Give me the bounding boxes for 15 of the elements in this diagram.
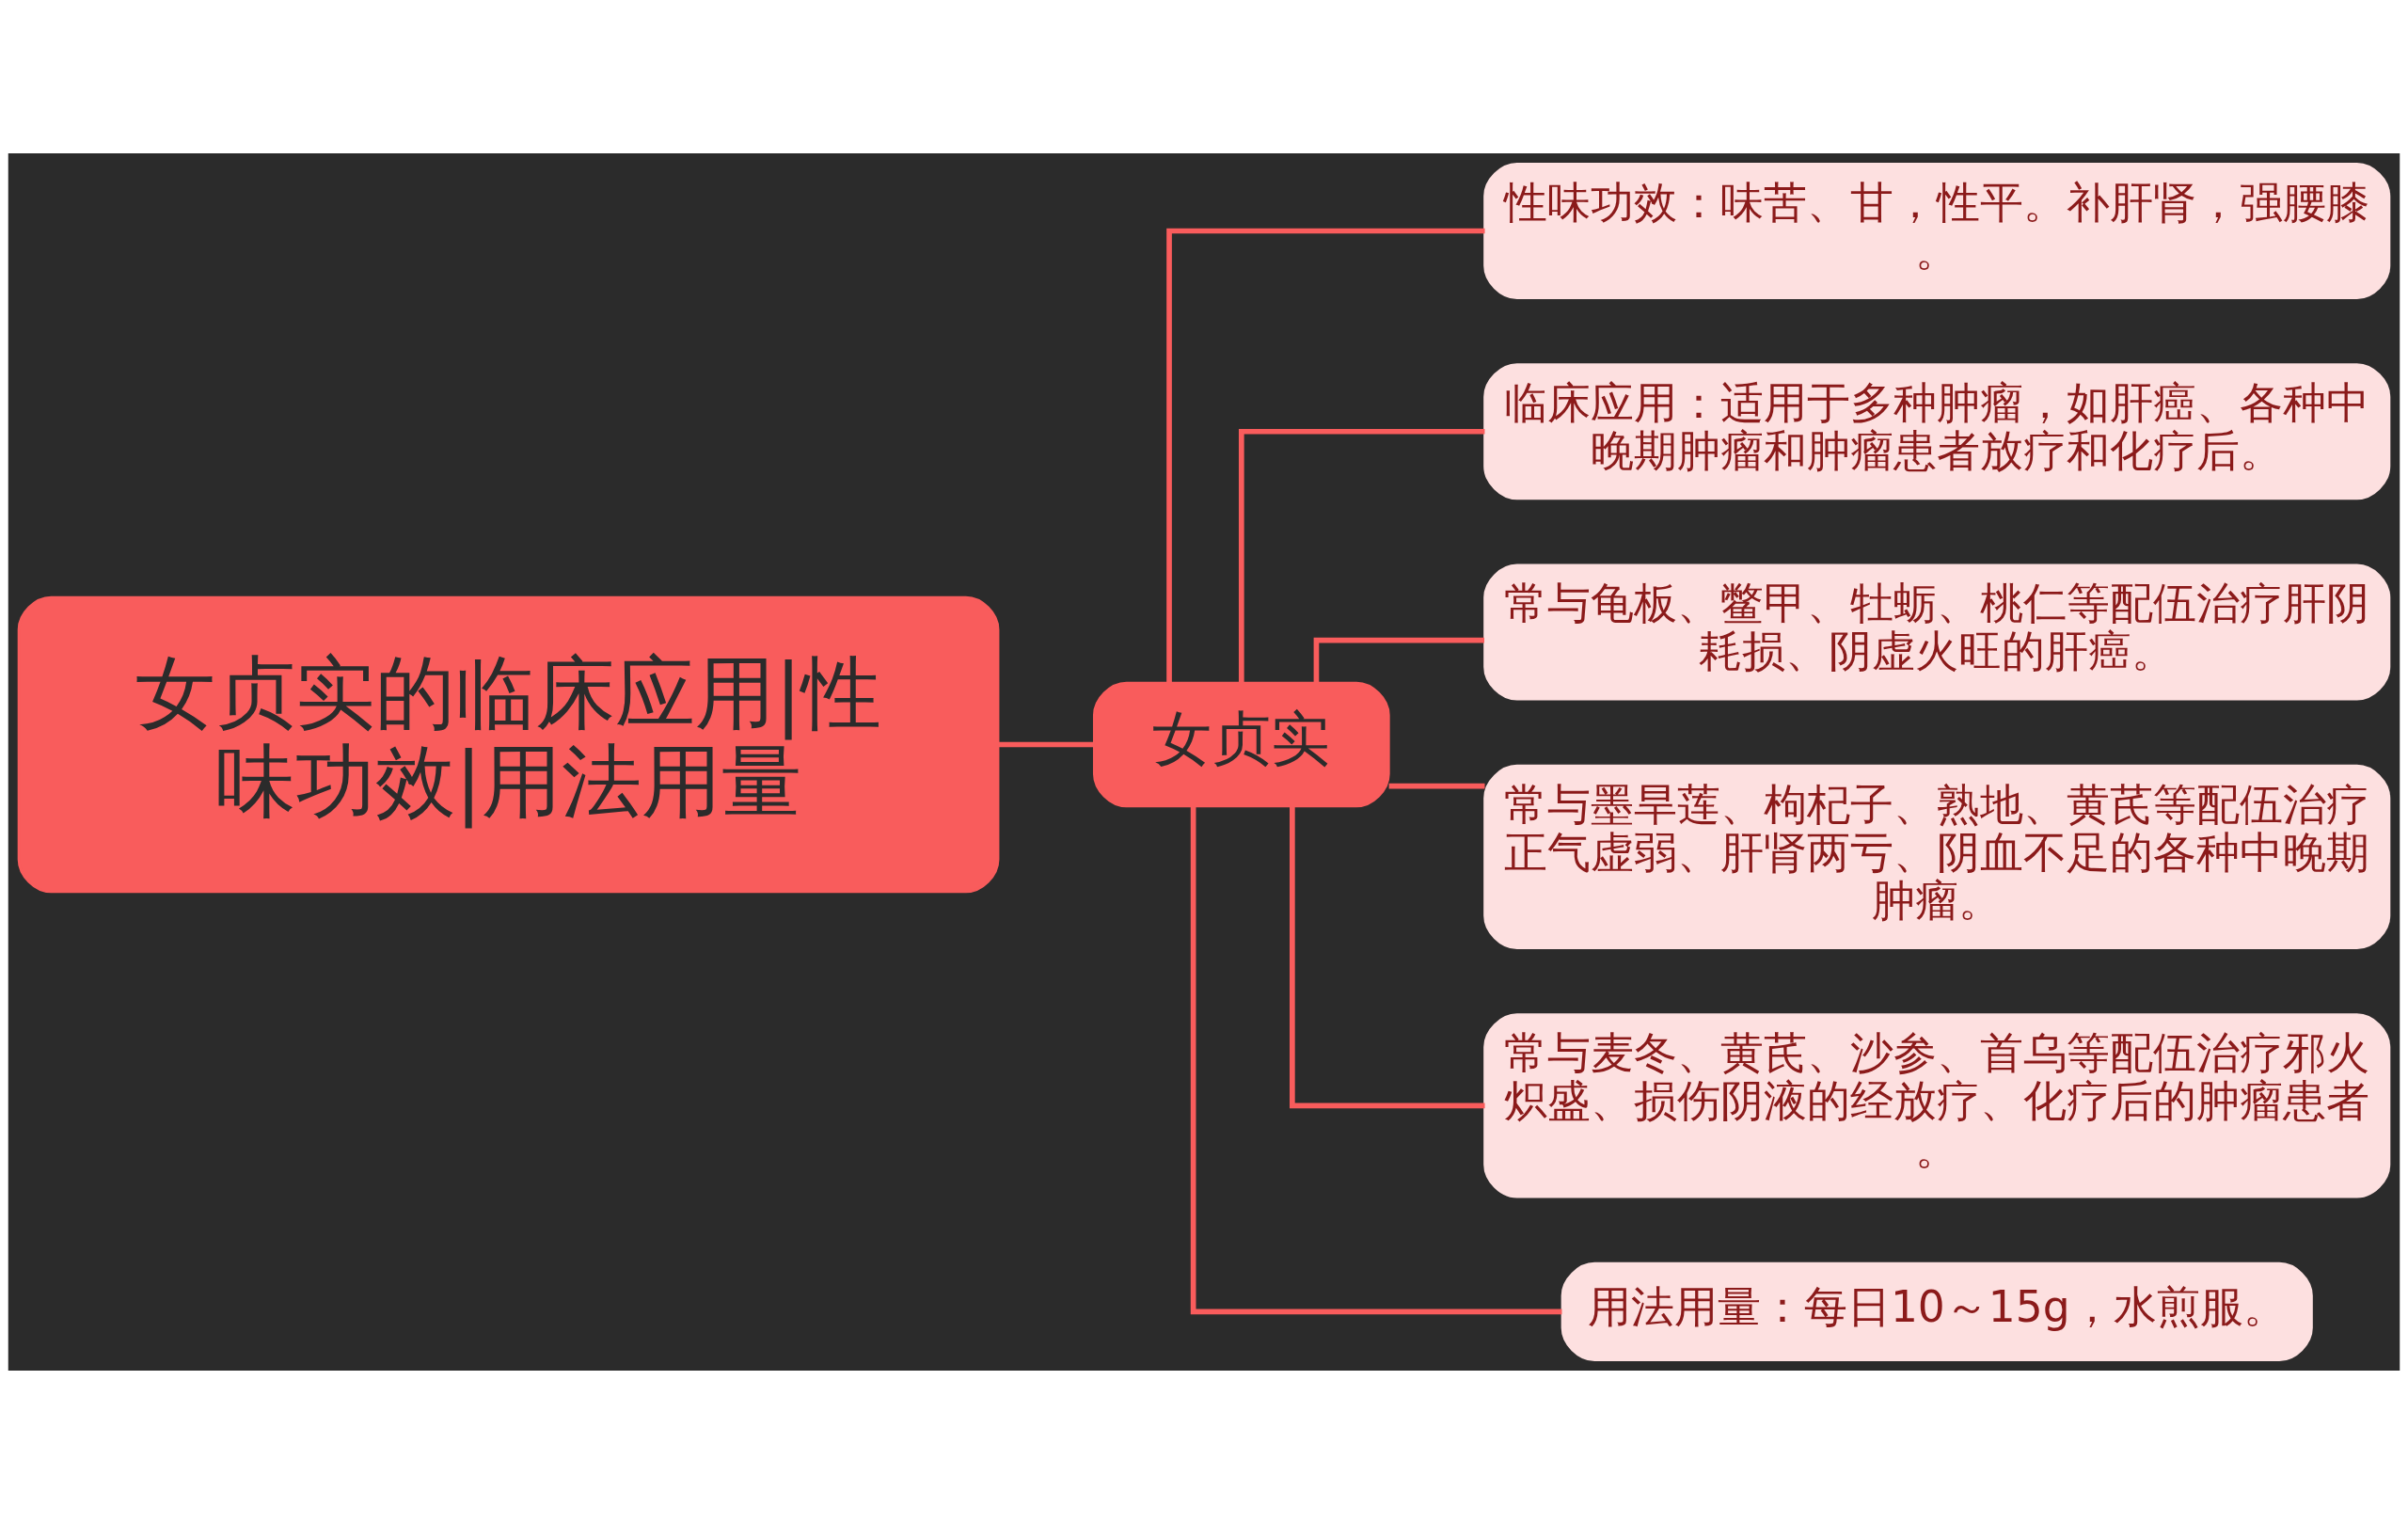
node-box: 常与麦冬、黄芪、沙参、首乌等配伍治疗邪火炽盛、损伤阴液的经放疗、化疗后的肿瘤患者。 (1483, 1012, 2391, 1198)
connector (1166, 228, 1485, 683)
connector (1313, 637, 1484, 683)
node-box: 用法用量：每日10～15g，水煎服。 (1560, 1261, 2313, 1361)
connector (998, 741, 1095, 747)
node-box: 常与龟板、鳖甲、牡蛎、桃仁等配伍治疗肝阴耗损、阴虚火旺的肝癌。 (1483, 563, 2391, 701)
connector (1290, 806, 1485, 1108)
node-box: 临床应用：适用于多种肿瘤，如肝癌、各种中晚期肿瘤和肿瘤患者放疗和化疗后。 (1483, 362, 2391, 500)
node-box: 女贞实 (1093, 681, 1390, 807)
connector (1238, 428, 1485, 683)
connector (1388, 783, 1485, 788)
node-box: 性味功效：味苦、甘，性平。补肝肾，强腰膝。 (1483, 162, 2391, 299)
node-box: 女贞实的临床应用|性味功效|用法用量 (17, 595, 1000, 893)
node-box: 常与墨旱莲、枸杞子、熟地、黄芪等配伍治疗正气虚弱、肝肾两亏、阴血不足的各种中晚期肿瘤。 (1483, 764, 2391, 949)
connector (1190, 805, 1562, 1314)
